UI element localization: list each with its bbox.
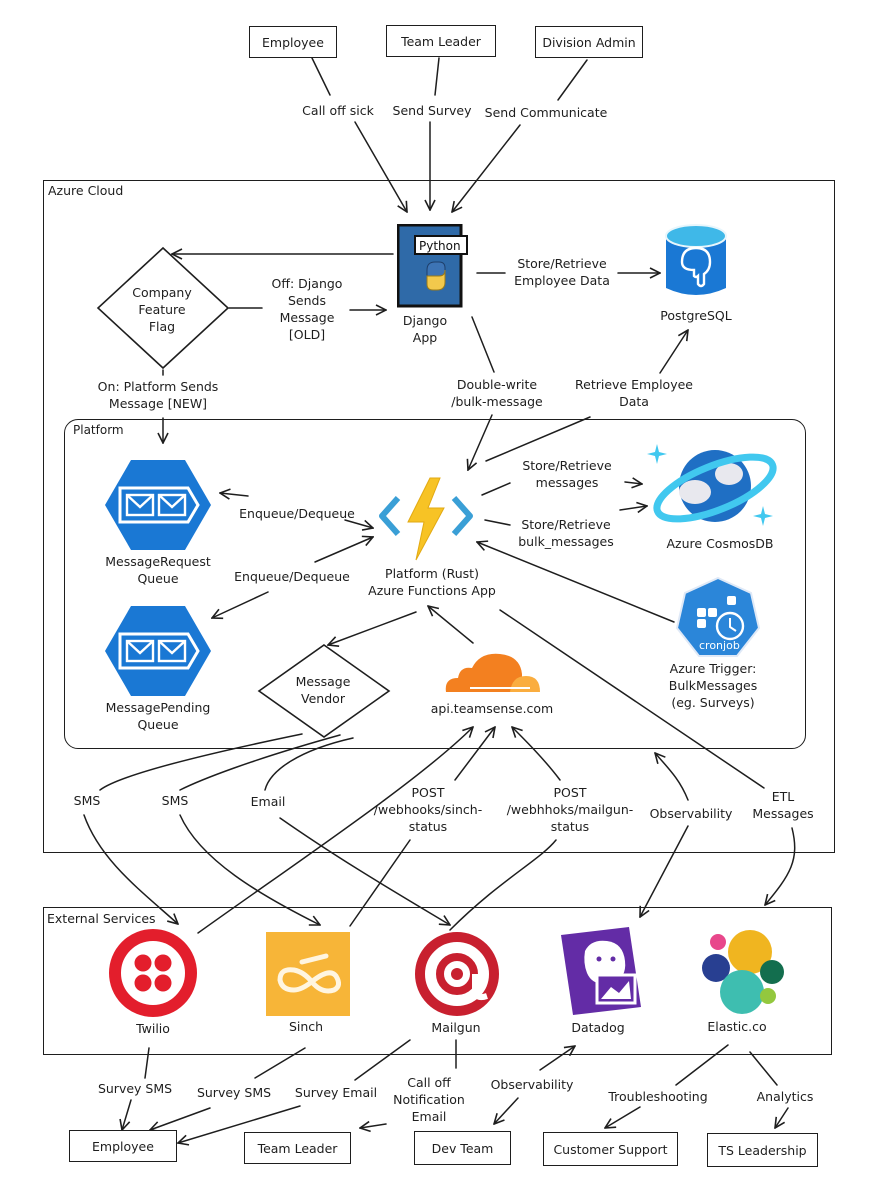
- edge-label-double-write: Double-write /bulk-message: [451, 377, 543, 409]
- edge-label-sms-1: SMS: [73, 793, 101, 808]
- edge-label-sinch-webhook: POST /webhooks/sinch- status: [373, 785, 483, 834]
- cosmosdb-icon[interactable]: [645, 440, 785, 532]
- twilio-label: Twilio: [136, 1021, 170, 1036]
- functions-app-label: Platform (Rust) Azure Functions App: [368, 566, 496, 598]
- edge-label-observability-bottom: Observability: [490, 1077, 574, 1092]
- edge-label-survey-sms-1: Survey SMS: [97, 1081, 173, 1096]
- edge-twilio-webhook: [197, 727, 473, 934]
- edge-label-flag-on: On: Platform Sends Message [NEW]: [97, 379, 219, 411]
- message-vendor-label: Message Vendor: [295, 674, 351, 706]
- platform-label: Platform: [73, 423, 124, 437]
- edge-send-survey: [430, 57, 439, 210]
- feature-flag-label: Company Feature Flag: [132, 285, 192, 334]
- postgresql-icon[interactable]: [662, 222, 730, 302]
- edge-etl: [499, 609, 796, 905]
- edge-label-send-communicate: Send Communicate: [484, 105, 608, 120]
- actor-ts-leadership[interactable]: TS Leadership: [707, 1133, 818, 1167]
- actor-employee-top[interactable]: Employee: [249, 26, 337, 58]
- cloudflare-icon[interactable]: [440, 648, 544, 696]
- edge-call-off-sick: [311, 57, 407, 212]
- cronjob-icon[interactable]: cronjob: [675, 576, 761, 658]
- actor-division-admin[interactable]: Division Admin: [535, 26, 643, 58]
- feature-flag-diamond[interactable]: [95, 245, 231, 371]
- edge-send-communicate: [452, 59, 588, 212]
- elastic-label: Elastic.co: [707, 1019, 767, 1034]
- edge-label-survey-sms-2: Survey SMS: [196, 1085, 272, 1100]
- postgresql-label: PostgreSQL: [660, 308, 732, 323]
- edge-label-store-messages: Store/Retrieve messages: [522, 458, 612, 490]
- edge-label-store-employee: Store/Retrieve Employee Data: [514, 256, 610, 288]
- edge-functions-vendor: [328, 611, 417, 645]
- edge-label-flag-off: Off: Django Sends Message [OLD]: [271, 276, 343, 342]
- edge-double-write: [468, 316, 495, 470]
- sparkle-icon: [647, 444, 667, 464]
- edge-api-functions: [428, 606, 474, 644]
- external-services-group: [43, 907, 832, 1055]
- edge-label-sms-2: SMS: [161, 793, 189, 808]
- python-logo-icon: [426, 261, 446, 291]
- message-request-queue-label: MessageRequest Queue: [105, 554, 211, 586]
- edge-label-observability-mid: Observability: [649, 806, 733, 821]
- azure-cloud-label: Azure Cloud: [48, 183, 124, 198]
- edge-enqueue-1: [220, 493, 249, 496]
- edge-sms-twilio: [83, 733, 303, 924]
- edge-flag-off: [228, 308, 386, 310]
- django-app-icon[interactable]: Python: [397, 224, 469, 308]
- api-teamsense-label: api.teamsense.com: [430, 701, 554, 716]
- edge-sms-sinch: [179, 734, 341, 925]
- edge-label-call-off-sick: Call off sick: [302, 103, 374, 118]
- edge-label-email: Email: [250, 794, 286, 809]
- twilio-icon[interactable]: [108, 928, 198, 1018]
- mailgun-icon[interactable]: [413, 930, 503, 1018]
- platform-group: [64, 419, 806, 749]
- edge-retrieve-employee: [485, 330, 688, 462]
- edge-trigger: [477, 542, 675, 623]
- actor-team-leader-bottom[interactable]: Team Leader: [244, 1132, 351, 1164]
- actor-team-leader-top[interactable]: Team Leader: [386, 25, 496, 57]
- datadog-icon[interactable]: [559, 925, 643, 1015]
- edge-label-enqueue-2: Enqueue/Dequeue: [234, 569, 350, 584]
- actor-dev-team[interactable]: Dev Team: [414, 1131, 511, 1165]
- edge-label-etl: ETL Messages: [752, 789, 814, 821]
- actor-customer-support[interactable]: Customer Support: [543, 1132, 678, 1166]
- django-app-label: Django App: [402, 313, 448, 345]
- edge-label-mailgun-webhook: POST /webhhoks/mailgun- status: [506, 785, 634, 834]
- mailgun-label: Mailgun: [431, 1020, 481, 1035]
- python-badge-text: Python: [419, 239, 461, 253]
- datadog-label: Datadog: [571, 1020, 625, 1035]
- edge-enqueue-2: [314, 537, 373, 563]
- edge-label-retrieve-employee: Retrieve Employee Data: [575, 377, 693, 409]
- message-pending-queue-label: MessagePending Queue: [105, 700, 211, 732]
- edge-label-enqueue-1: Enqueue/Dequeue: [239, 506, 355, 521]
- trigger-label: Azure Trigger: BulkMessages (eg. Surveys…: [668, 661, 758, 710]
- edge-label-send-survey: Send Survey: [392, 103, 472, 118]
- sinch-label: Sinch: [288, 1019, 324, 1034]
- message-vendor-diamond[interactable]: [257, 643, 391, 739]
- azure-cloud-group: [43, 180, 835, 853]
- cosmosdb-label: Azure CosmosDB: [666, 536, 774, 551]
- message-request-queue-icon[interactable]: [104, 459, 212, 551]
- edge-label-survey-email: Survey Email: [294, 1085, 378, 1100]
- edge-label-store-bulk: Store/Retrieve bulk_messages: [518, 517, 614, 549]
- cronjob-badge: cronjob: [699, 639, 740, 652]
- sinch-icon[interactable]: [266, 932, 350, 1016]
- edge-label-analytics: Analytics: [756, 1089, 814, 1104]
- edge-label-calloff-email: Call off Notification Email: [393, 1075, 465, 1124]
- elastic-icon[interactable]: [700, 928, 784, 1014]
- edge-email-mailgun: [264, 737, 450, 925]
- edge-label-troubleshooting: Troubleshooting: [608, 1089, 708, 1104]
- external-services-label: External Services: [47, 911, 156, 926]
- message-pending-queue-icon[interactable]: [104, 605, 212, 697]
- actor-employee-bottom[interactable]: Employee: [69, 1130, 177, 1162]
- azure-functions-icon[interactable]: [378, 476, 474, 562]
